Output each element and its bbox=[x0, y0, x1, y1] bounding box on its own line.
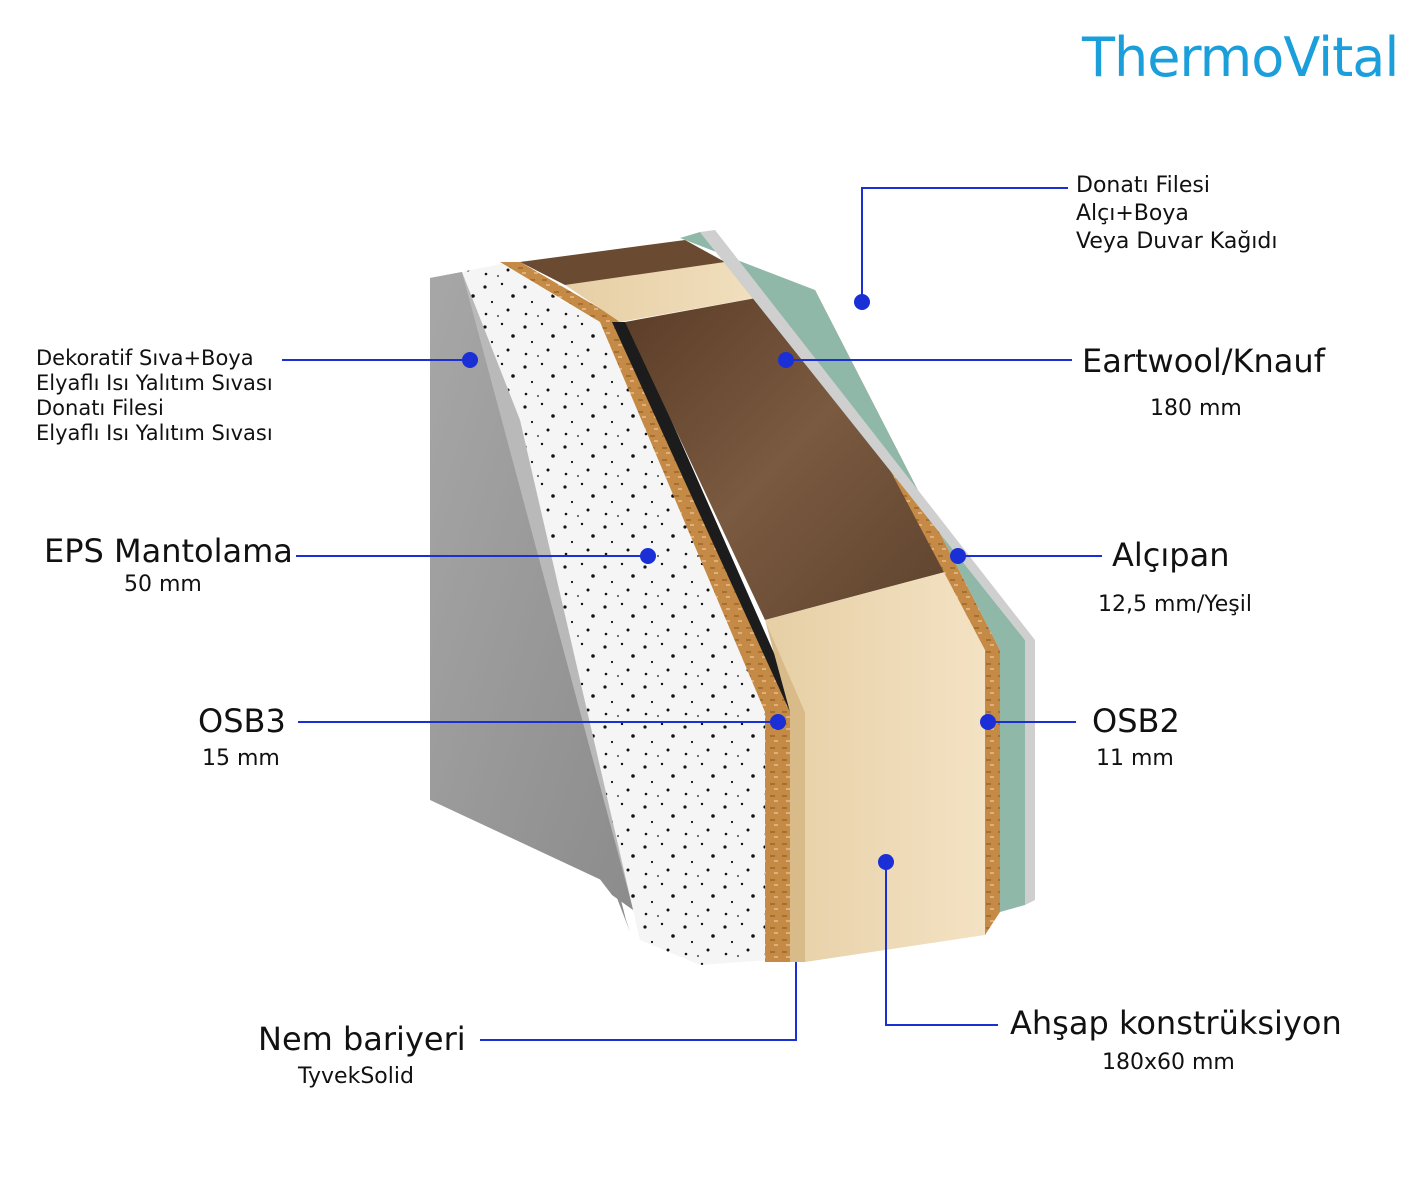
marker-insulation bbox=[778, 352, 794, 368]
marker-timber bbox=[878, 854, 894, 870]
exterior-finish-line: Dekoratif Sıva+Boya bbox=[36, 346, 254, 370]
label-gypsum-title: Alçıpan bbox=[1112, 536, 1230, 574]
top-wool bbox=[520, 240, 725, 285]
label-timber-sub: 180x60 mm bbox=[1102, 1050, 1235, 1075]
label-eps-sub: 50 mm bbox=[124, 572, 202, 597]
marker-eps bbox=[640, 548, 656, 564]
label-vapor-barrier-title: Nem bariyeri bbox=[258, 1020, 466, 1058]
marker-interior-finish bbox=[854, 294, 870, 310]
label-osb3-title: OSB3 bbox=[198, 702, 286, 740]
interior-finish-line: Veya Duvar Kağıdı bbox=[1076, 229, 1278, 254]
gypsum-layer bbox=[680, 232, 1025, 912]
insulation-layer bbox=[625, 290, 945, 620]
label-insulation-sub: 180 mm bbox=[1150, 396, 1242, 421]
label-insulation-title: Eartwool/Knauf bbox=[1082, 342, 1325, 380]
exterior-finish-line: Donatı Filesi bbox=[36, 396, 164, 420]
brand-logo-text: ThermoVital bbox=[1082, 26, 1399, 89]
exterior-finish-line: Elyaflı Isı Yalıtım Sıvası bbox=[36, 371, 273, 395]
interior-finish-line: Donatı Filesi bbox=[1076, 173, 1210, 198]
label-osb2-sub: 11 mm bbox=[1096, 746, 1174, 771]
marker-osb3 bbox=[770, 714, 786, 730]
label-interior-finish: Donatı Filesi Alçı+Boya Veya Duvar Kağıd… bbox=[1076, 172, 1277, 256]
timber-stud bbox=[765, 572, 985, 962]
label-osb3-sub: 15 mm bbox=[202, 746, 280, 771]
exterior-finish-line: Elyaflı Isı Yalıtım Sıvası bbox=[36, 421, 273, 445]
osb3-layer bbox=[500, 262, 790, 962]
eps-layer bbox=[462, 262, 775, 965]
marker-exterior-finish bbox=[462, 352, 478, 368]
vapor-barrier-layer bbox=[612, 322, 800, 962]
marker-gypsum bbox=[950, 548, 966, 564]
leader-timber bbox=[885, 862, 998, 1026]
label-vapor-barrier-sub: TyvekSolid bbox=[298, 1064, 414, 1089]
interior-finish-line: Alçı+Boya bbox=[1076, 201, 1189, 226]
leader-vapor-barrier bbox=[480, 962, 797, 1041]
leader-interior-finish bbox=[861, 187, 1068, 302]
label-eps-title: EPS Mantolama bbox=[44, 532, 293, 570]
label-exterior-finish: Dekoratif Sıva+Boya Elyaflı Isı Yalıtım … bbox=[36, 346, 273, 446]
label-osb2-title: OSB2 bbox=[1092, 702, 1180, 740]
marker-osb2 bbox=[980, 714, 996, 730]
label-gypsum-sub: 12,5 mm/Yeşil bbox=[1098, 592, 1252, 617]
label-timber-title: Ahşap konstrüksiyon bbox=[1010, 1004, 1342, 1042]
